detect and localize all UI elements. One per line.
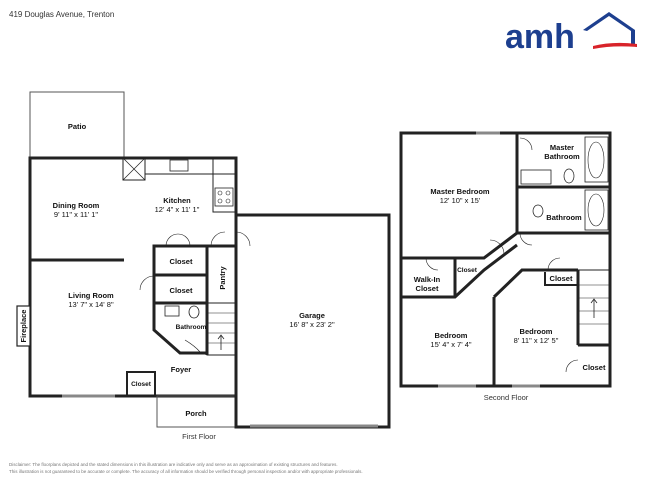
room-bathroom-1f: Bathroom <box>176 324 207 331</box>
room-closet-b: Closet <box>550 274 573 283</box>
room-master-bath-line2: Bathroom <box>544 152 580 161</box>
first-floor-label: First Floor <box>182 432 216 441</box>
first-floor-labels: Patio Dining Room 9' 11" x 11' 1" Kitche… <box>19 122 335 441</box>
room-closet-a: Closet <box>457 267 478 274</box>
room-living: Living Room <box>68 291 114 300</box>
disclaimer-line-2: This illustration is not guaranteed to b… <box>9 469 363 474</box>
room-bedroom-2: Bedroom <box>520 327 553 336</box>
disclaimer: Disclaimer: The floorplans depicted and … <box>9 461 409 475</box>
second-floor-labels: Master Bedroom 12' 10" x 15' Master Bath… <box>414 143 606 402</box>
room-closet-2: Closet <box>170 286 193 295</box>
room-walkin-line2: Closet <box>416 284 439 293</box>
second-floor-plan <box>399 131 612 388</box>
room-bedroom-1-dims: 15' 4" x 7' 4" <box>430 340 471 349</box>
room-fireplace: Fireplace <box>19 310 28 343</box>
room-master-bedroom: Master Bedroom <box>430 187 490 196</box>
second-floor-label: Second Floor <box>484 393 529 402</box>
disclaimer-line-1: Disclaimer: The floorplans depicted and … <box>9 462 338 467</box>
room-master-bedroom-dims: 12' 10" x 15' <box>440 196 481 205</box>
room-closet-c: Closet <box>583 363 606 372</box>
swoosh-icon <box>593 42 637 49</box>
room-walkin-line1: Walk-In <box>414 275 441 284</box>
house-exterior-wall <box>28 156 238 398</box>
room-closet-3: Closet <box>131 381 152 388</box>
room-dining: Dining Room <box>53 201 100 210</box>
room-living-dims: 13' 7" x 14' 8" <box>68 300 114 309</box>
room-garage-dims: 16' 8" x 23' 2" <box>289 320 335 329</box>
room-kitchen-dims: 12' 4" x 11' 1" <box>155 205 200 214</box>
room-porch: Porch <box>185 409 207 418</box>
room-bathroom-2f: Bathroom <box>546 213 582 222</box>
logo-text: amh <box>505 18 575 53</box>
room-master-bath-line1: Master <box>550 143 574 152</box>
room-dining-dims: 9' 11" x 11' 1" <box>54 210 99 219</box>
first-floor-plan <box>16 91 391 429</box>
room-kitchen: Kitchen <box>163 196 191 205</box>
room-bedroom-1: Bedroom <box>435 331 468 340</box>
room-foyer: Foyer <box>171 365 192 374</box>
property-address: 419 Douglas Avenue, Trenton <box>9 10 115 19</box>
room-bedroom-2-dims: 8' 11" x 12' 5" <box>514 336 559 345</box>
room-garage: Garage <box>299 311 325 320</box>
amh-logo: amh <box>505 12 637 53</box>
room-pantry: Pantry <box>218 266 227 290</box>
room-closet-1: Closet <box>170 257 193 266</box>
room-patio: Patio <box>68 122 87 131</box>
